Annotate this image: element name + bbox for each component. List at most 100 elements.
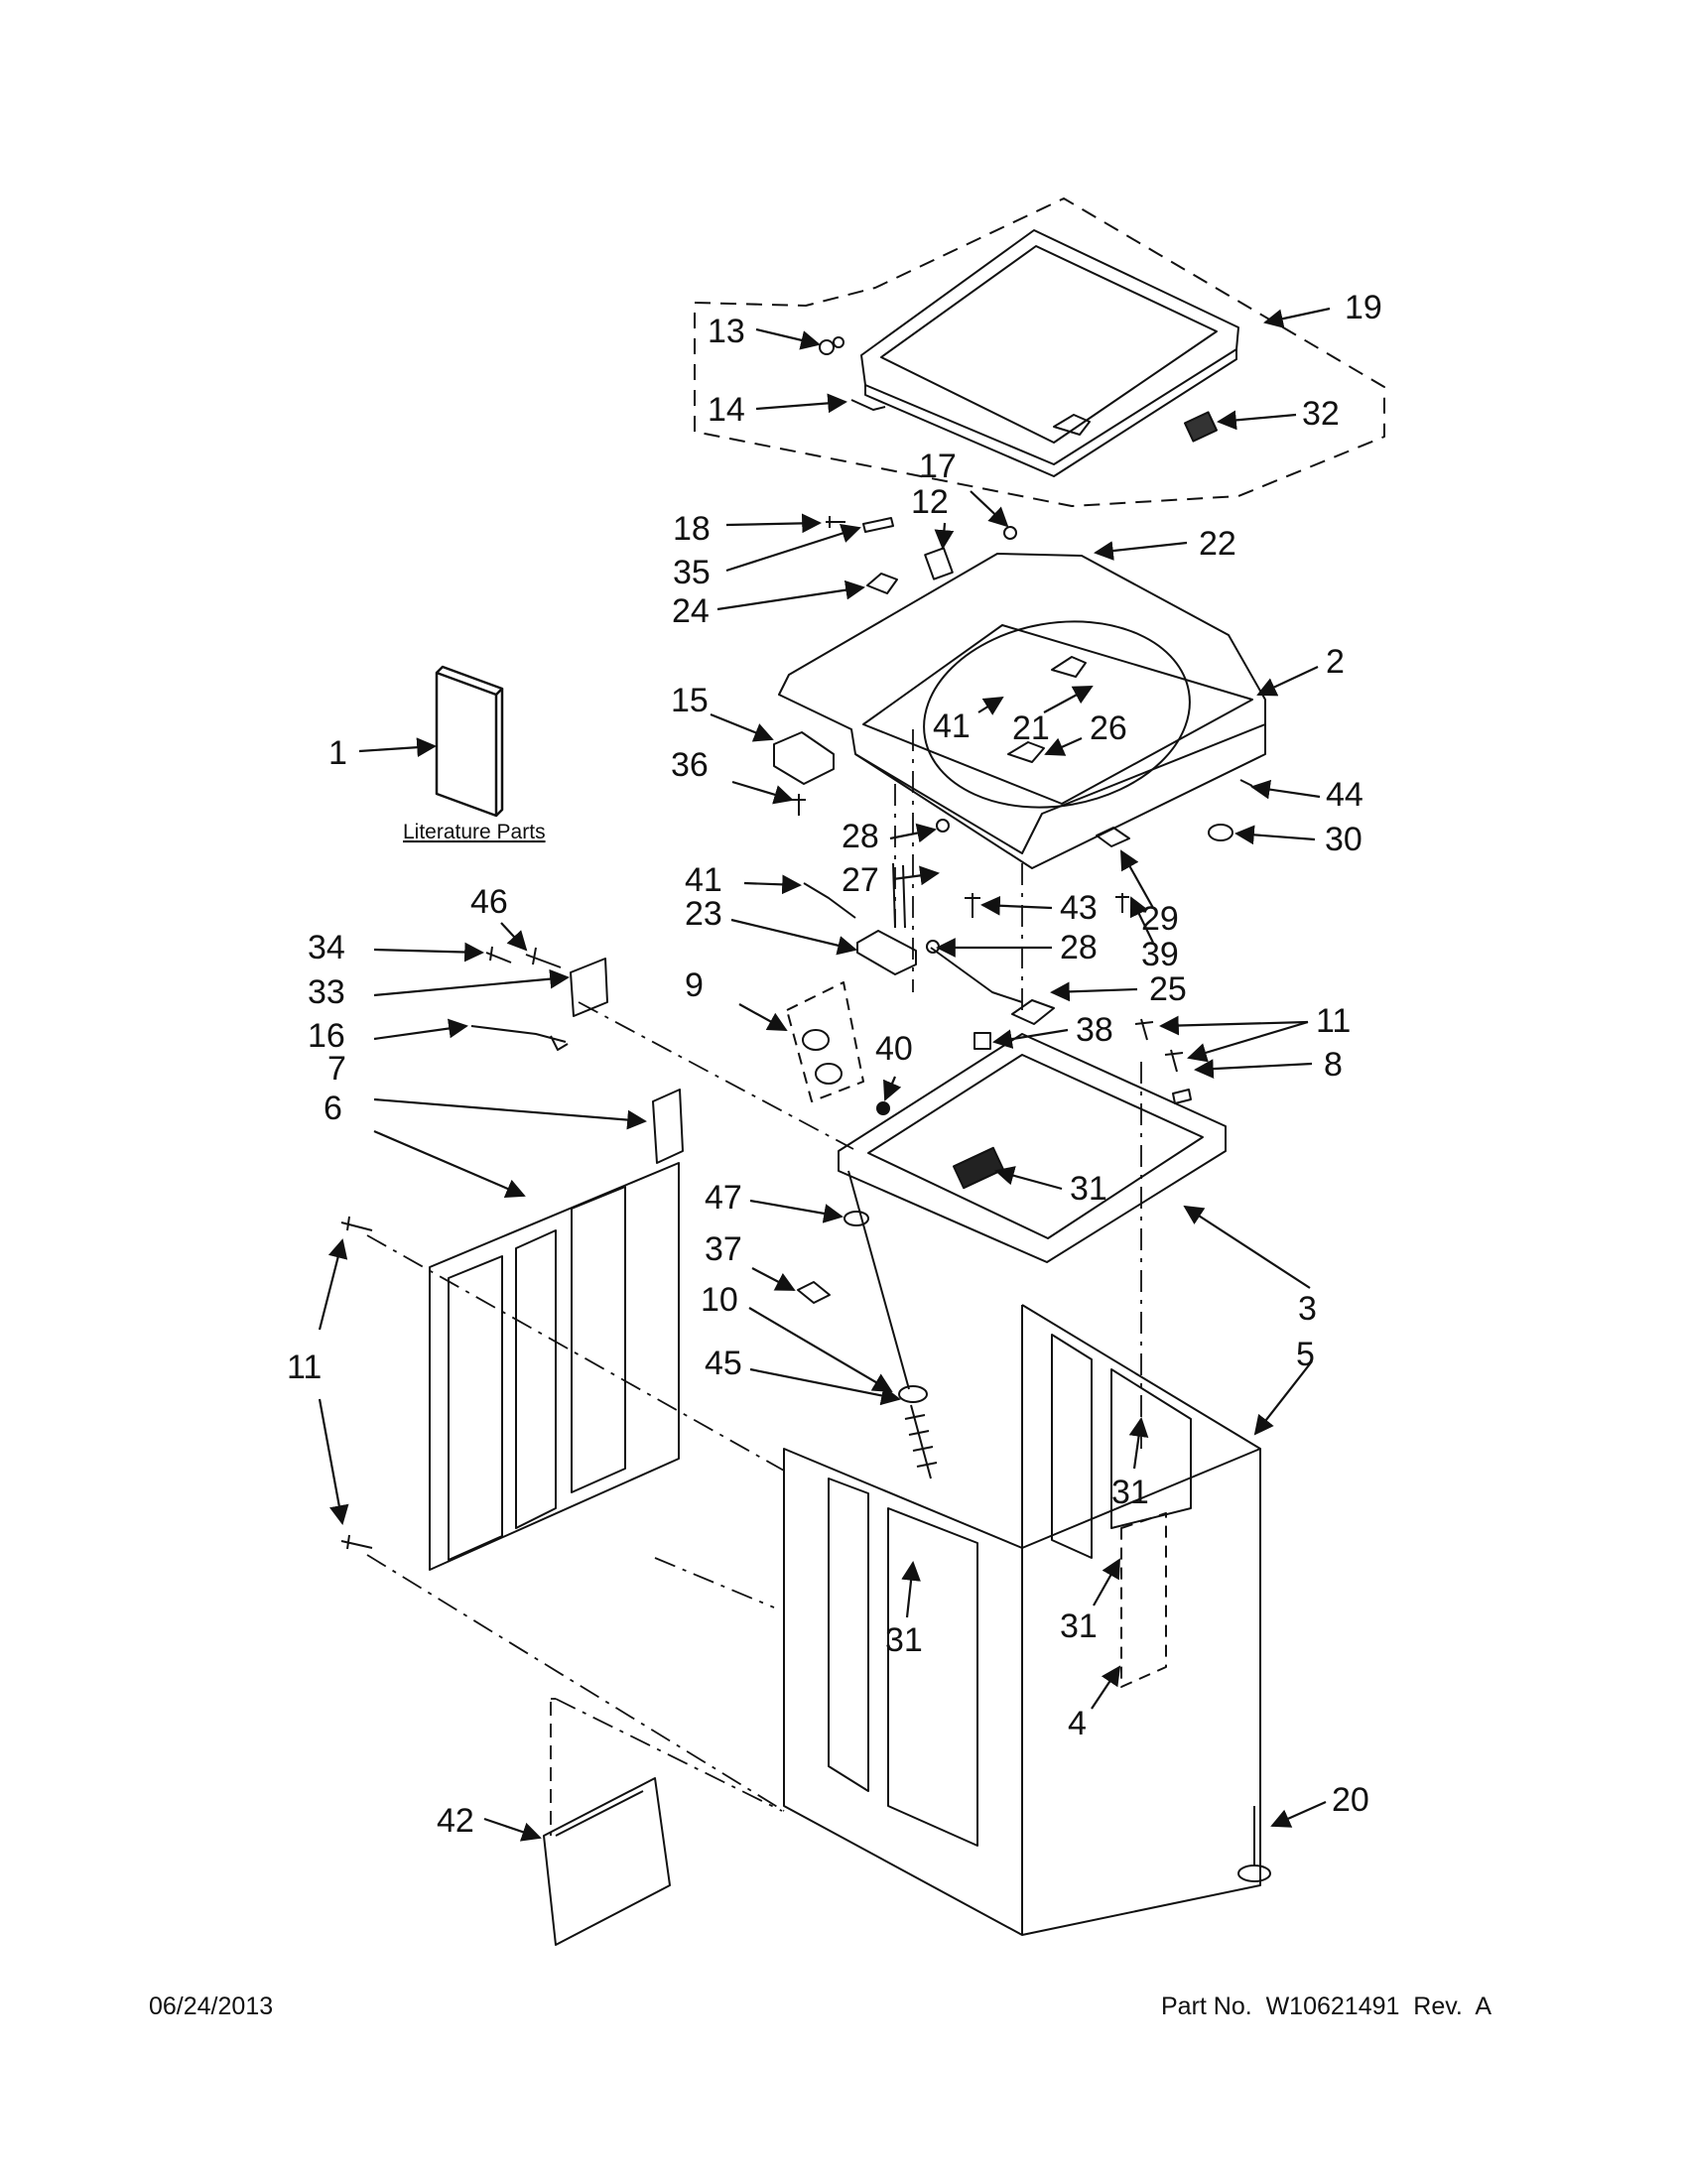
lid-label: [1183, 411, 1219, 443]
callout-40: 40: [875, 1030, 913, 1068]
lid-lock-29: [1096, 827, 1130, 847]
callout-42: 42: [437, 1802, 474, 1840]
leader-17: [970, 490, 1009, 528]
callout-9: 9: [685, 966, 704, 1004]
callout-44: 44: [1326, 776, 1363, 814]
leader-31b: [1128, 1417, 1149, 1470]
leader-25: [1050, 981, 1138, 1002]
leader-24: [716, 579, 865, 611]
leader-47: [749, 1199, 844, 1223]
washer-47: [844, 1211, 869, 1226]
leader-15: [710, 712, 774, 742]
callout-13: 13: [708, 313, 745, 350]
callout-47: 47: [705, 1179, 742, 1217]
callout-25: 25: [1149, 970, 1187, 1008]
cabinet-label-4: [1120, 1512, 1167, 1688]
leader-31a: [994, 1166, 1063, 1191]
leader-4: [1091, 1665, 1121, 1710]
callout-31-cabinet-right: 31: [1111, 1474, 1149, 1511]
rod-grommet-45: [898, 1385, 928, 1403]
leader-35: [725, 524, 861, 573]
callout-45: 45: [705, 1345, 742, 1382]
callout-27: 27: [842, 861, 879, 899]
callout-17: 17: [919, 448, 957, 485]
plug-30: [1208, 824, 1233, 841]
leader-11-r2: [1187, 1020, 1309, 1063]
clip-8: [1172, 1089, 1192, 1104]
align-line-1: [578, 1001, 854, 1150]
callout-11-right: 11: [1316, 1002, 1351, 1040]
callout-22: 22: [1199, 525, 1236, 563]
leader-39: [1129, 896, 1154, 944]
leader-6: [373, 1129, 526, 1199]
top-frame: [838, 1033, 1227, 1263]
damper-group-outline: [786, 981, 864, 1102]
leader-31c: [901, 1561, 921, 1618]
lid-lock-assembly: [856, 930, 917, 975]
leader-36: [731, 780, 794, 805]
callout-32: 32: [1302, 395, 1340, 433]
callout-43: 43: [1060, 889, 1098, 927]
cabinet: [783, 1304, 1261, 1936]
leader-42: [483, 1817, 542, 1842]
lid-switch-25: [1011, 999, 1055, 1025]
callout-1: 1: [328, 734, 347, 772]
callout-33: 33: [308, 973, 345, 1011]
callout-31-cabinet-side: 31: [1060, 1607, 1098, 1645]
tie-strap: [470, 1025, 569, 1051]
leader-40: [883, 1076, 902, 1101]
align-line-4: [654, 1557, 775, 1608]
callout-14: 14: [708, 391, 745, 429]
rear-panel: [429, 1162, 680, 1571]
lid: [860, 229, 1239, 477]
leader-10: [748, 1307, 893, 1393]
callout-10: 10: [701, 1281, 738, 1319]
leader-34: [373, 942, 484, 963]
leader-23: [730, 918, 857, 956]
washer-top: [778, 553, 1266, 869]
callout-37: 37: [705, 1230, 742, 1268]
bracket-7: [652, 1089, 684, 1164]
leader-13: [755, 327, 821, 350]
leader-11-up-l: [318, 1238, 348, 1331]
callout-15: 15: [671, 682, 709, 719]
leader-30: [1234, 825, 1316, 845]
leader-41b: [977, 696, 1004, 715]
leader-19: [1263, 307, 1331, 328]
bumper-40: [876, 1101, 890, 1115]
leader-11-r1: [1159, 1015, 1309, 1036]
label-31-frame: [952, 1146, 1005, 1190]
align-line-3: [366, 1554, 785, 1812]
leveling-leg: [1237, 1806, 1271, 1882]
screw-46: [525, 947, 562, 968]
leader-18: [725, 513, 822, 534]
callout-5: 5: [1296, 1336, 1315, 1373]
align-line-5: [555, 1698, 783, 1812]
align-line-2: [366, 1234, 785, 1472]
callout-7: 7: [327, 1050, 346, 1088]
leader-3: [1183, 1205, 1311, 1289]
literature-book: [435, 665, 504, 818]
damper-pad-22: [1053, 414, 1091, 436]
leader-46: [500, 922, 528, 952]
leader-38: [992, 1028, 1069, 1049]
callout-24: 24: [672, 592, 710, 630]
footer-part-number: Part No. W10621491 Rev. A: [1161, 1992, 1492, 2020]
leader-14: [755, 393, 847, 414]
clamp-37: [797, 1281, 831, 1304]
leader-37: [751, 1267, 796, 1291]
callout-23: 23: [685, 895, 722, 933]
callout-26: 26: [1090, 709, 1127, 747]
damper-pad-24: [866, 573, 898, 594]
leader-33: [373, 968, 570, 997]
damper-cup: [815, 1063, 843, 1085]
callout-41-lower: 41: [685, 861, 722, 899]
leader-32: [1217, 410, 1297, 431]
callout-2: 2: [1326, 643, 1345, 681]
leader-5: [1253, 1360, 1313, 1436]
screw-18: [826, 516, 845, 528]
callout-35: 35: [673, 554, 711, 591]
leader-2: [1256, 666, 1319, 697]
leader-12: [934, 522, 955, 550]
